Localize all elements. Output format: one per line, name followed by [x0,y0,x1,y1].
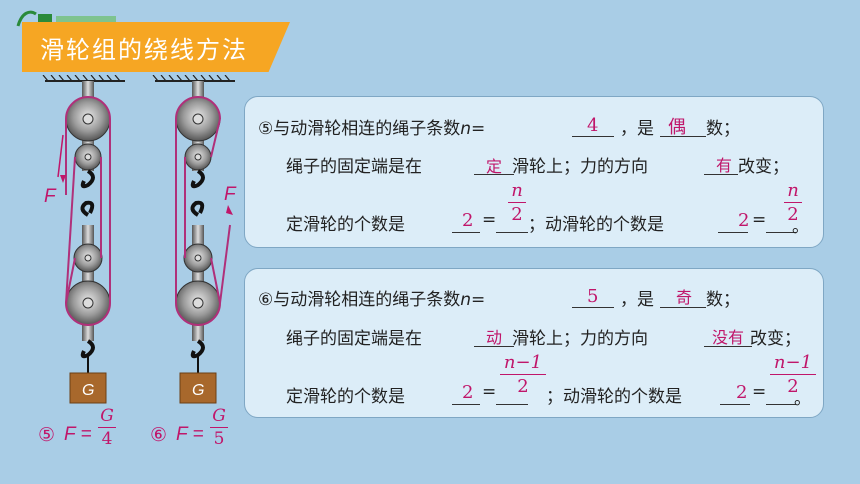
pulley-system-6 [175,81,233,373]
p6-line2-pre: 绳子的固定端是在 [286,329,422,349]
panel-6 [244,268,824,418]
p5-movable-count: 2 [738,210,750,231]
pulley-diagrams [42,75,235,404]
p6-direction: 没有 [712,328,745,347]
p5-line1-mid: ，是 [620,119,654,139]
p5-parity: 偶 [668,117,686,138]
p6-line3-pre: 定滑轮的个数是 [286,387,405,407]
pulley-system-5 [57,81,111,373]
force-label-6: F [224,184,236,205]
p5-line1: ⑤与动滑轮相连的绳子条数n= [258,119,486,139]
force-label-5: F [44,186,56,207]
p6-fixed-count: 2 [462,382,474,403]
p6-fixed-end: 动 [486,328,503,347]
p6-line2-end: 改变； [750,329,801,349]
p6-line1: ⑥与动滑轮相连的绳子条数n= [258,290,486,310]
title-banner [22,22,290,72]
p5-rope-count: 4 [587,115,599,136]
p5-direction: 有 [716,156,733,175]
force-arrow-6 [226,205,233,215]
p5-fixed-end: 定 [486,157,503,176]
weight-label-6: G [192,382,205,399]
p6-movable-count: 2 [736,382,748,403]
p5-line1-end: 数； [706,119,740,139]
p6-line3-end: 。 [794,389,811,409]
publisher-logo [16,10,116,27]
weight-label-5: G [82,382,95,399]
p6-parity: 奇 [676,288,693,307]
p6-line1-mid: ，是 [620,290,654,310]
p6-line3-mid: ；动滑轮的个数是 [546,387,682,407]
page-title: 滑轮组的绕线方法 [40,36,248,64]
p5-fixed-count: 2 [462,210,474,231]
p6-rope-count: 5 [587,286,599,307]
p5-line3-mid: ；动滑轮的个数是 [528,215,664,235]
formula-5-lhs: F = [64,424,92,445]
panel-5 [244,96,824,248]
formula-6-num: ⑥ [150,425,168,446]
weight-block-5 [69,372,107,404]
p5-line2-end: 改变； [738,157,789,177]
p6-line1-end: 数； [706,290,740,310]
p5-line2-mid: 滑轮上；力的方向 [512,157,648,177]
p5-line3-end: 。 [792,217,809,237]
p6-line2-mid: 滑轮上；力的方向 [512,329,648,349]
weight-block-6 [179,372,217,404]
formula-6-lhs: F = [176,424,204,445]
formula-5-num: ⑤ [38,425,56,446]
p5-line2-pre: 绳子的固定端是在 [286,157,422,177]
p5-line3-pre: 定滑轮的个数是 [286,215,405,235]
force-arrow-5 [60,175,66,183]
